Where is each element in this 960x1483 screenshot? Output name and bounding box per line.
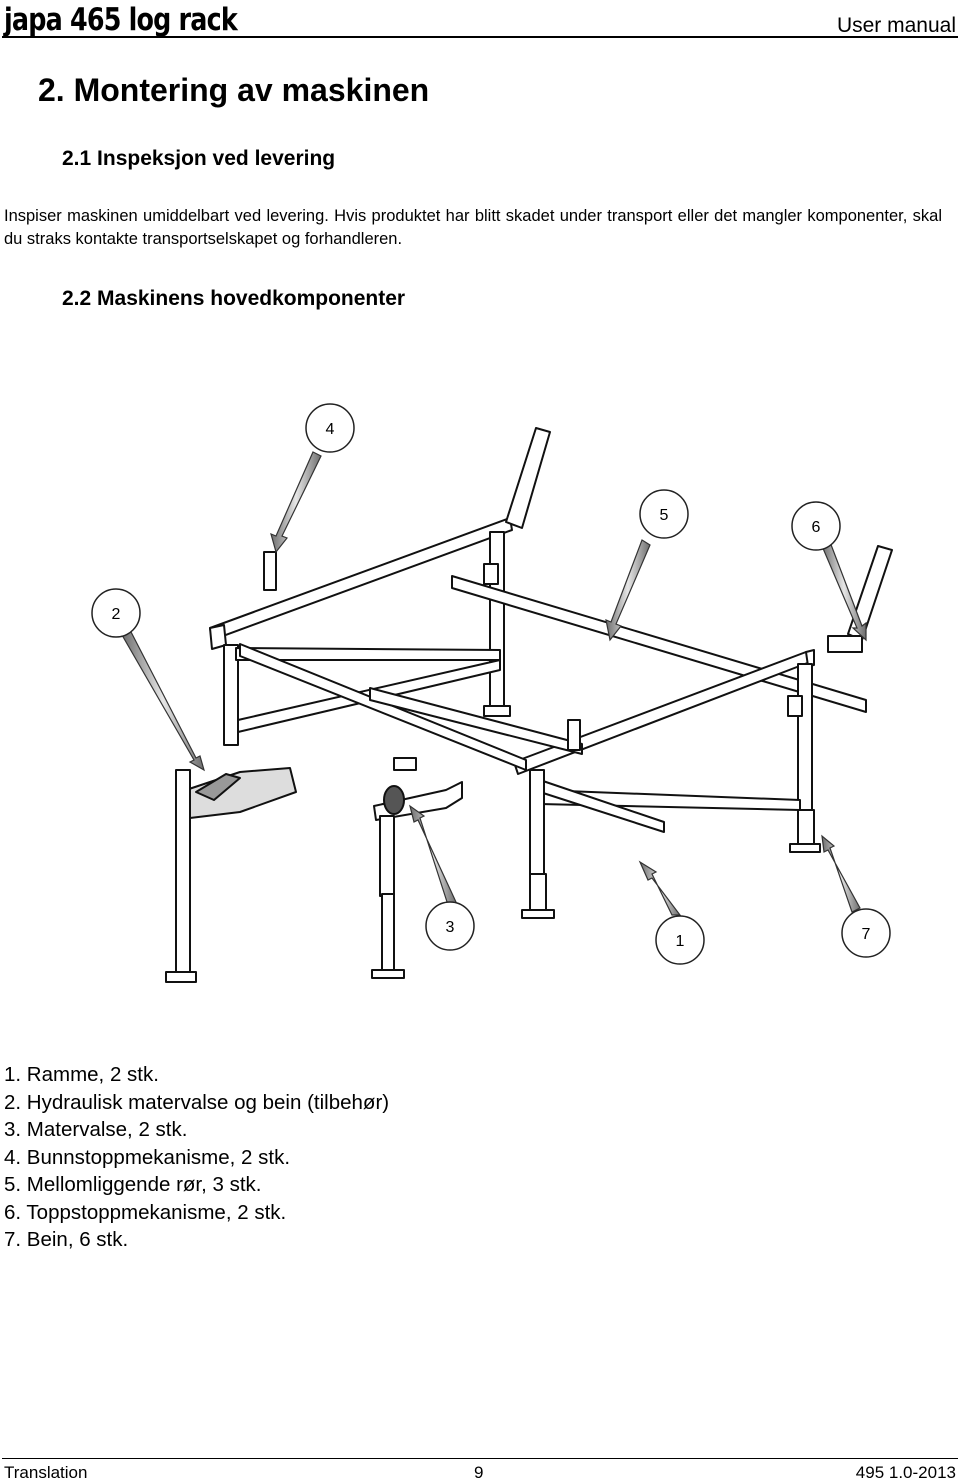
svg-text:5: 5 <box>660 507 669 524</box>
svg-text:1: 1 <box>676 933 685 950</box>
header-rule <box>2 36 958 38</box>
list-item: 4. Bunnstoppmekanisme, 2 stk. <box>4 1145 291 1169</box>
callout-7: 7 <box>841 908 891 958</box>
components-figure: 4 5 6 2 3 1 7 <box>91 403 893 983</box>
list-item: 5. Mellomliggende rør, 3 stk. <box>4 1173 262 1196</box>
brand-title: japa 465 log rack <box>4 2 238 38</box>
svg-text:4: 4 <box>326 421 335 438</box>
list-item: 2. Hydraulisk matervalse og bein (tilbeh… <box>4 1090 390 1114</box>
section-title: 2. Montering av maskinen <box>38 72 430 108</box>
callouts: 4 5 6 2 3 1 7 <box>91 403 891 965</box>
list-item: 7. Bein, 6 stk. <box>4 1228 129 1251</box>
list-item: 1. Ramme, 2 stk. <box>4 1063 159 1086</box>
list-item: 6. Toppstoppmekanisme, 2 stk. <box>4 1200 287 1224</box>
callout-2: 2 <box>91 588 141 638</box>
svg-text:3: 3 <box>446 919 455 936</box>
svg-text:6: 6 <box>812 519 821 536</box>
list-item: 3. Matervalse, 2 stk. <box>4 1118 188 1141</box>
callout-5: 5 <box>639 489 689 539</box>
svg-text:7: 7 <box>862 926 871 943</box>
callout-4: 4 <box>305 403 355 453</box>
callout-6: 6 <box>791 501 841 551</box>
callout-3: 3 <box>425 901 475 951</box>
page-number: 9 <box>474 1463 484 1482</box>
inspection-heading: 2.1 Inspeksjon ved levering <box>62 147 336 170</box>
footer-left: Translation <box>4 1463 88 1482</box>
callout-pointers <box>121 451 867 916</box>
inspection-text: Inspiser maskinen umiddelbart ved leveri… <box>4 207 942 248</box>
svg-text:2: 2 <box>112 606 121 623</box>
footer-right: 495 1.0-2013 <box>855 1463 956 1482</box>
components-heading: 2.2 Maskinens hovedkomponenter <box>62 287 406 310</box>
callout-1: 1 <box>655 915 705 965</box>
components-list: 1. Ramme, 2 stk. 2. Hydraulisk matervals… <box>4 1061 389 1254</box>
rack-drawing <box>165 427 893 983</box>
document-type: User manual <box>836 14 956 37</box>
footer-rule <box>2 1458 958 1459</box>
